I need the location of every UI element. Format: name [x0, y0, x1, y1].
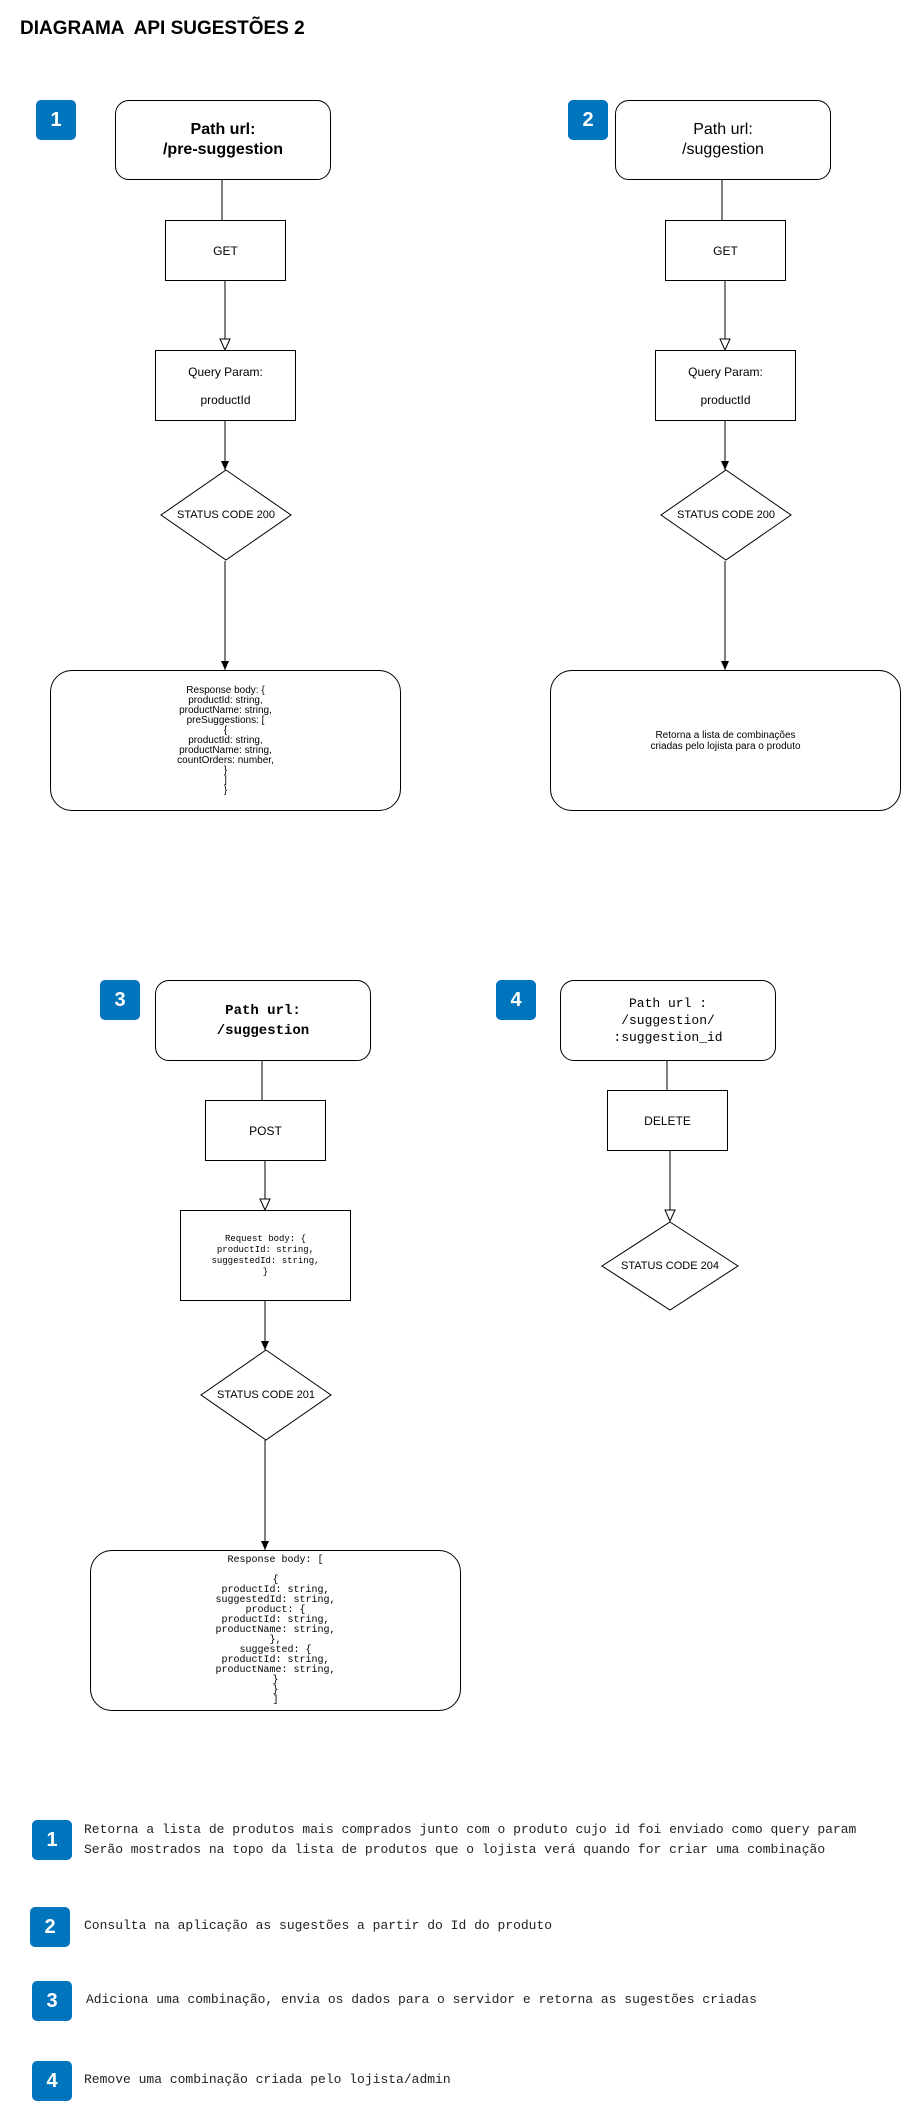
- flow-1-query-node: Query Param: productId: [155, 350, 296, 421]
- status-diamond-4: [601, 1221, 739, 1311]
- legend-3-text: Adiciona uma combinação, envia os dados …: [86, 1992, 757, 2007]
- legend-2-badge: 2: [30, 1907, 70, 1947]
- legend-4-badge: 4: [32, 2061, 72, 2101]
- flow-1-badge: 1: [36, 100, 76, 140]
- flow-1-response-node: Response body: { productId: string, prod…: [50, 670, 401, 811]
- status-diamond-2: [660, 469, 792, 561]
- legend-3-badge: 3: [32, 1981, 72, 2021]
- flow-3-request-node: Request body: { productId: string, sugge…: [180, 1210, 351, 1301]
- legend-1-badge: 1: [32, 1820, 72, 1860]
- flow-3-badge: 3: [100, 980, 140, 1020]
- flow-1-method-node: GET: [165, 220, 286, 281]
- legend-2-text: Consulta na aplicação as sugestões a par…: [84, 1918, 553, 1933]
- status-diamond-3: [200, 1349, 332, 1441]
- flow-2-status-label: STATUS CODE 200: [676, 509, 775, 521]
- flow-1-path-node: Path url: /pre-suggestion: [115, 100, 331, 180]
- legend-1-text: Retorna a lista de produtos mais comprad…: [84, 1822, 857, 1857]
- flow-4-badge: 4: [496, 980, 536, 1020]
- flow-4-path-node: Path url : /suggestion/ :suggestion_id: [560, 980, 776, 1061]
- flow-4-method-node: DELETE: [607, 1090, 728, 1151]
- flow-2-badge: 2: [568, 100, 608, 140]
- flow-3-path-node: Path url: /suggestion: [155, 980, 371, 1061]
- flow-4-status-label: STATUS CODE 204: [620, 1260, 719, 1272]
- diagram-title: DIAGRAMA API SUGESTÕES 2: [20, 18, 305, 39]
- flow-3-status-label: STATUS CODE 201: [216, 1389, 315, 1401]
- flow-3-response-node: Response body: [ { productId: string, su…: [90, 1550, 461, 1711]
- flow-1-status-label: STATUS CODE 200: [176, 509, 275, 521]
- flow-2-response-node: Retorna a lista de combinações criadas p…: [550, 670, 901, 811]
- flow-2-query-node: Query Param: productId: [655, 350, 796, 421]
- flow-2-method-node: GET: [665, 220, 786, 281]
- flow-2-path-node: Path url: /suggestion: [615, 100, 831, 180]
- flow-3-method-node: POST: [205, 1100, 326, 1161]
- legend-4-text: Remove uma combinação criada pelo lojist…: [84, 2072, 451, 2087]
- status-diamond-1: [160, 469, 292, 561]
